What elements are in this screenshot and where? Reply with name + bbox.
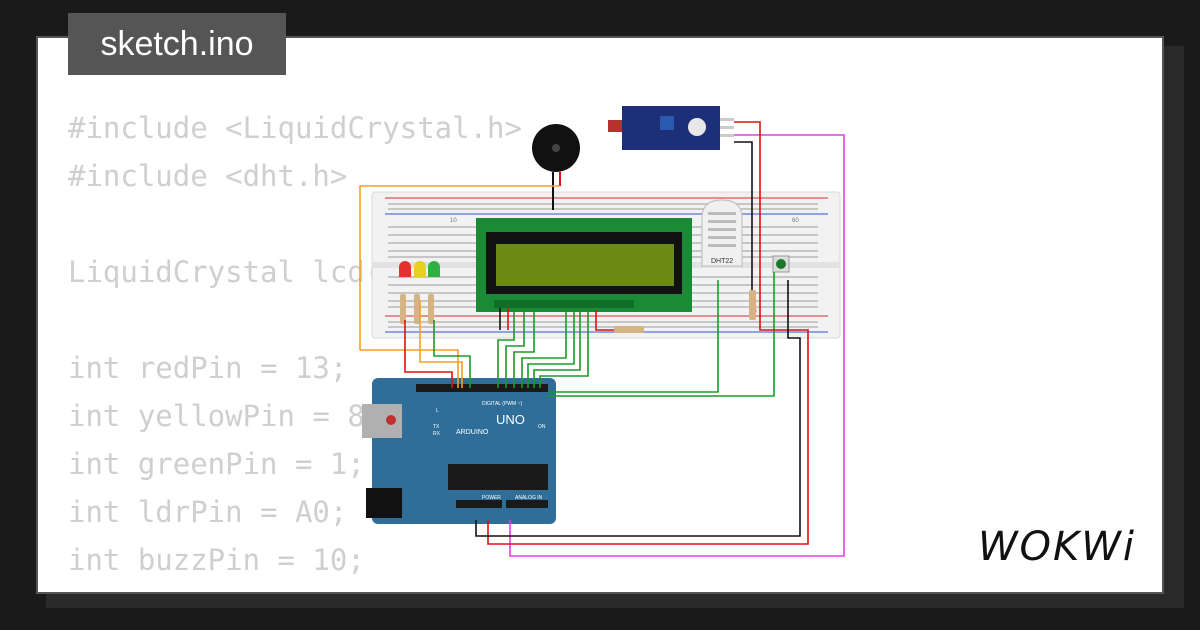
card-shadow-bottom [46, 594, 1184, 608]
code-line: int buzzPin = 10; [68, 543, 365, 577]
arduino-power-label: POWER [482, 495, 501, 501]
arduino-brand: ARDUINO [456, 429, 489, 436]
breadboard-col-10: 10 [450, 218, 457, 224]
arduino-rx-label: RX [433, 431, 441, 437]
code-line: #include <dht.h> [68, 159, 348, 193]
buzzer[interactable] [532, 124, 580, 210]
ldr-sensor-module[interactable] [608, 106, 734, 150]
led-yellow[interactable] [414, 261, 426, 277]
wires [359, 121, 845, 557]
arduino-tx-label: TX [433, 424, 440, 430]
code-line: #include <LiquidCrystal.h> [68, 111, 522, 145]
arduino-on-label: ON [538, 424, 546, 430]
arduino-uno[interactable]: UNO ARDUINO DIGITAL (PWM ~) POWER ANALOG… [362, 378, 556, 524]
breadboard-col-60: 60 [792, 218, 799, 224]
code-line: int ldrPin = A0; [68, 495, 348, 529]
push-button[interactable] [772, 255, 790, 273]
led-red[interactable] [399, 261, 411, 277]
led-green[interactable] [428, 261, 440, 277]
code-line: int greenPin = 1; [68, 447, 365, 481]
code-line: int redPin = 13; [68, 351, 348, 385]
arduino-l-label: L [436, 408, 439, 414]
wokwi-logo: WOKWi [978, 524, 1136, 570]
resistor-lcd[interactable] [614, 326, 644, 333]
card-shadow [1164, 46, 1184, 606]
arduino-analog-label: ANALOG IN [515, 495, 543, 501]
file-title-tab[interactable]: sketch.ino [68, 13, 286, 75]
lcd-display[interactable] [476, 218, 692, 312]
dht22-sensor[interactable]: DHT22 [701, 199, 743, 267]
resistor-dht[interactable] [749, 290, 756, 320]
arduino-model: UNO [496, 412, 525, 427]
code-card: #include <LiquidCrystal.h> #include <dht.… [36, 36, 1164, 594]
dht-label: DHT22 [711, 258, 733, 265]
code-line: boolean alarm = false; [68, 584, 731, 592]
arduino-digital-label: DIGITAL (PWM ~) [482, 401, 522, 407]
resistors-leds[interactable] [400, 294, 434, 324]
